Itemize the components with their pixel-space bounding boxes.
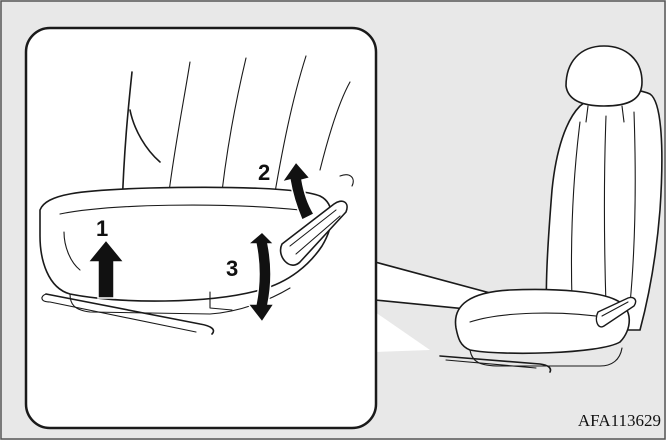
figure-code: AFA113629 — [578, 411, 661, 430]
step-1-label: 1 — [96, 216, 108, 241]
step-3-label: 3 — [226, 256, 238, 281]
full-seat-illustration — [440, 46, 662, 372]
step-2-label: 2 — [258, 160, 270, 185]
